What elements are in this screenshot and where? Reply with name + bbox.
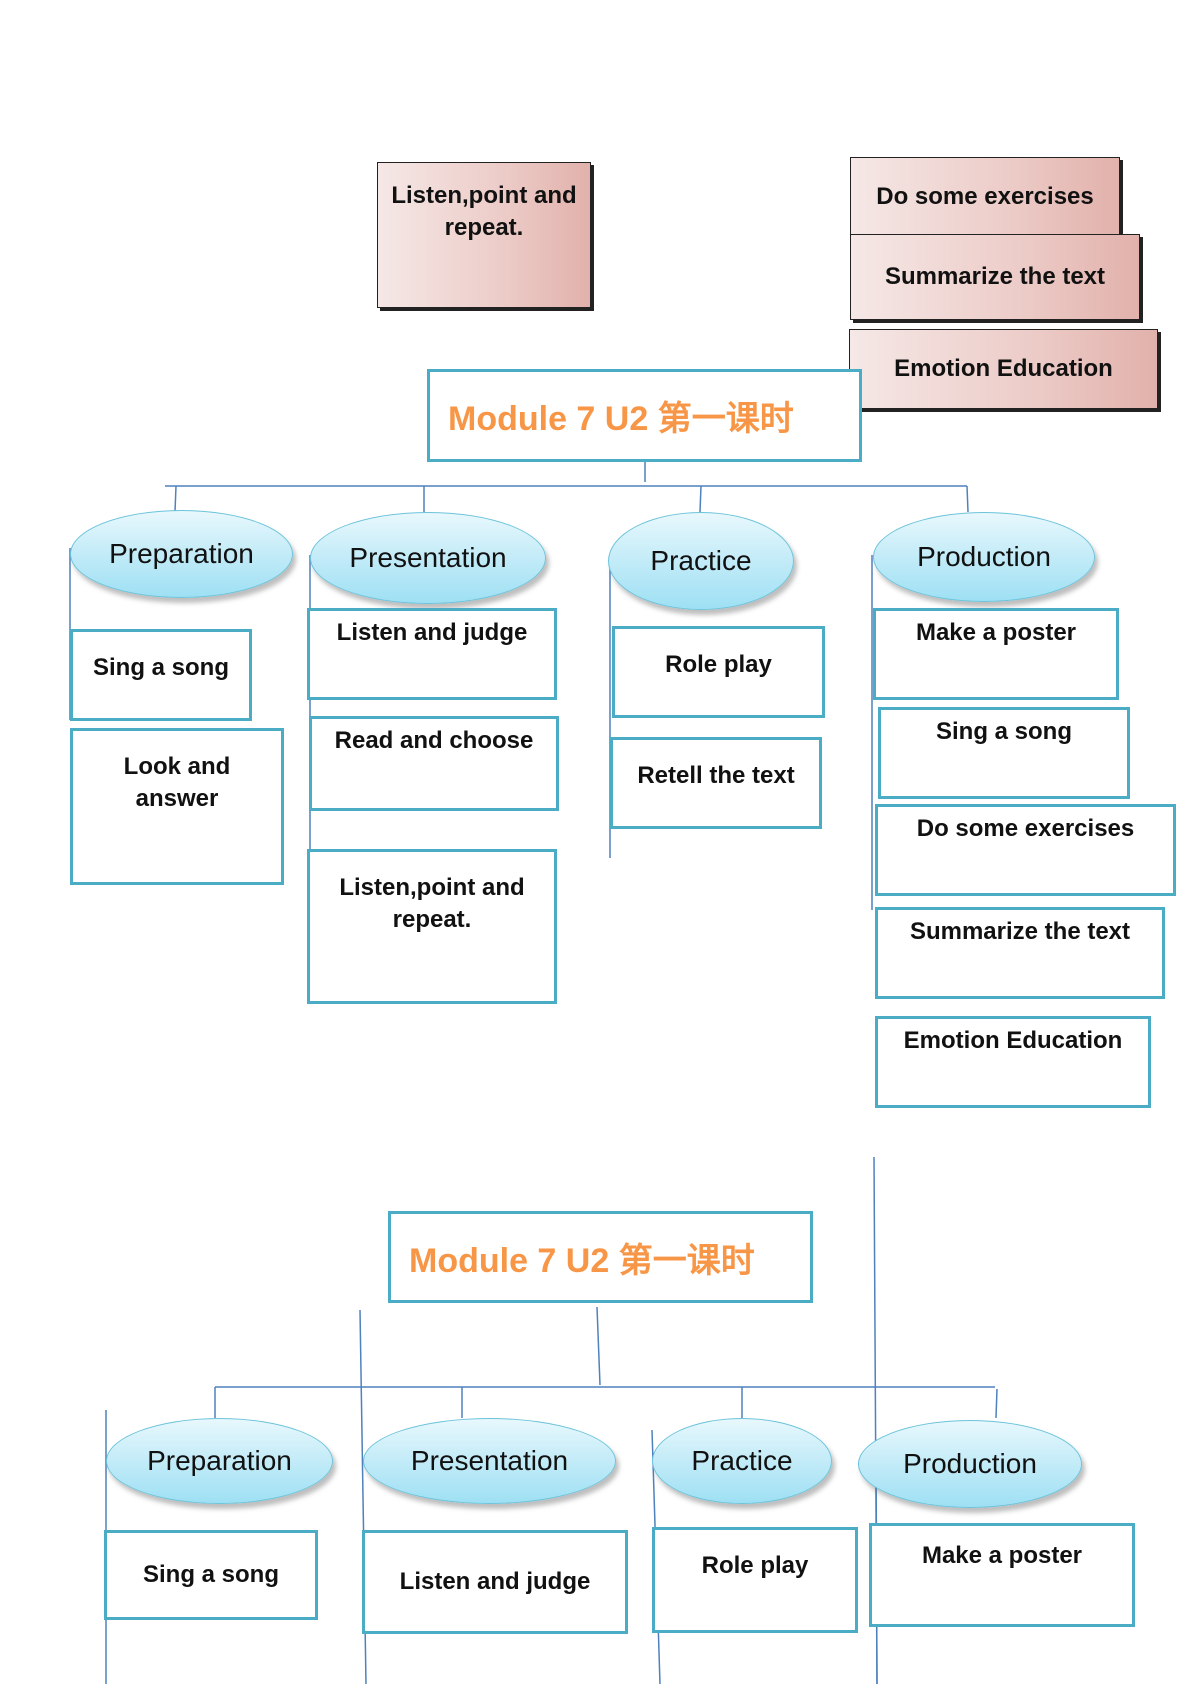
stage-production: Production [873, 512, 1095, 602]
activity-box: Emotion Education [875, 1016, 1151, 1108]
activity-box: Read and choose [309, 716, 559, 811]
stage-preparation: Preparation [106, 1418, 333, 1504]
activity-box: Summarize the text [875, 907, 1165, 999]
note-summarize: Summarize the text [850, 234, 1140, 320]
stage-presentation: Presentation [310, 512, 546, 604]
activity-box: Role play [612, 626, 825, 718]
stage-preparation: Preparation [70, 510, 293, 598]
note-do-exercises: Do some exercises [850, 157, 1120, 236]
activity-box: Look and answer [70, 728, 284, 885]
activity-box: Role play [652, 1527, 858, 1633]
note-listen-point: Listen,point and repeat. [377, 162, 591, 308]
activity-box: Make a poster [873, 608, 1119, 700]
connector-drop-preparation [174, 485, 177, 513]
activity-box: Listen,point and repeat. [307, 849, 557, 1004]
stage-presentation: Presentation [363, 1418, 616, 1504]
activity-box: Listen and judge [307, 608, 557, 700]
activity-box: Sing a song [104, 1530, 318, 1620]
activity-box: Sing a song [878, 707, 1130, 799]
activity-box: Retell the text [610, 737, 822, 829]
stage-practice: Practice [652, 1418, 832, 1504]
activity-box: Sing a song [70, 629, 252, 721]
activity-box: Listen and judge [362, 1530, 628, 1634]
connector-drop-production [966, 485, 969, 513]
stage-production: Production [858, 1420, 1082, 1508]
connector-drop2-production [995, 1388, 998, 1419]
stage-practice: Practice [608, 512, 794, 610]
activity-box: Make a poster [869, 1523, 1135, 1627]
diagram-title: Module 7 U2 第一课时 [388, 1211, 813, 1303]
connector-title2-down [596, 1306, 601, 1386]
note-emotion: Emotion Education [849, 329, 1158, 409]
activity-box: Do some exercises [875, 804, 1176, 896]
diagram-title: Module 7 U2 第一课时 [427, 369, 862, 462]
connector-drop-practice [699, 485, 702, 513]
